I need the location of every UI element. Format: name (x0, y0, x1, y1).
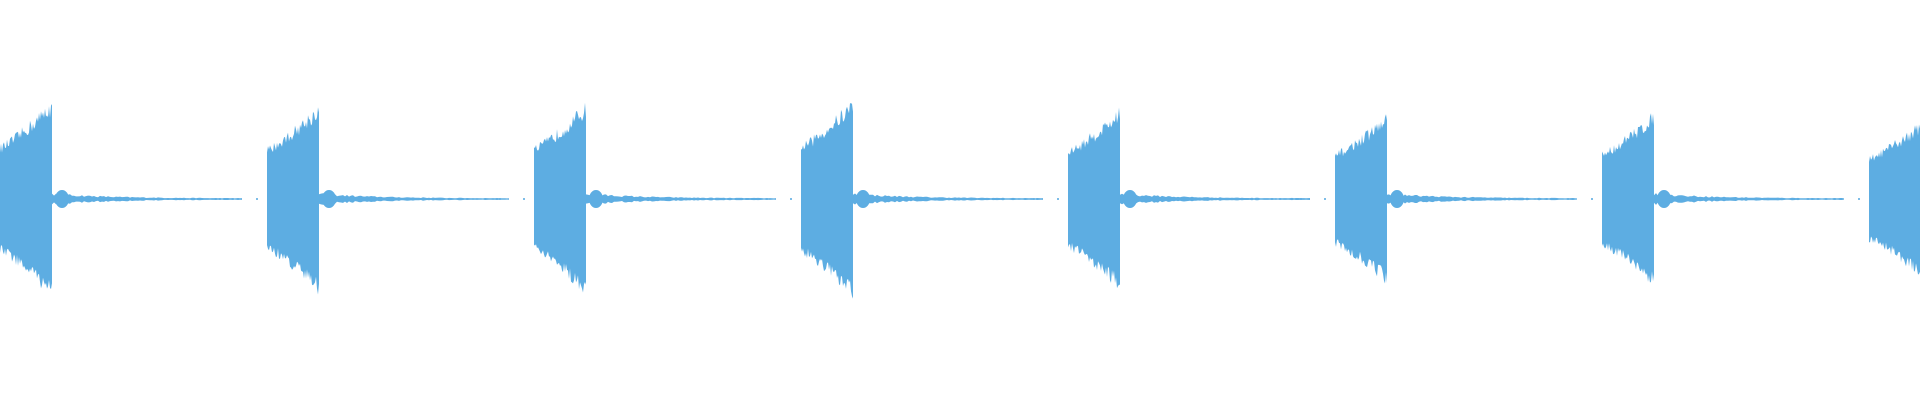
waveform-tail-dot (1834, 198, 1836, 200)
waveform-bursts (0, 102, 1920, 299)
waveform-tail-dot (790, 198, 792, 200)
waveform-burst-body (801, 103, 853, 299)
waveform-burst (1335, 114, 1593, 284)
waveform-burst (267, 107, 525, 295)
waveform-burst (801, 103, 1059, 299)
waveform-tail (586, 193, 776, 205)
waveform-burst (1068, 107, 1326, 289)
waveform-tail-dot (1057, 198, 1059, 200)
waveform-burst (0, 104, 258, 290)
waveform-tail (853, 193, 1043, 205)
waveform-burst-body (1068, 107, 1120, 289)
waveform-burst-body (534, 102, 586, 293)
waveform-burst-body (1602, 113, 1654, 283)
waveform-tail-dot (1858, 198, 1860, 200)
waveform-burst (534, 102, 792, 293)
waveform-burst-body (1869, 124, 1920, 275)
waveform-tail-dot (499, 198, 501, 200)
waveform-burst (1602, 113, 1860, 283)
waveform-tail-dot (1324, 198, 1326, 200)
waveform-tail-dot (232, 198, 234, 200)
waveform-tail-dot (766, 198, 768, 200)
waveform-tail-dot (1300, 198, 1302, 200)
waveform-tail (319, 193, 509, 205)
waveform-burst-body (1335, 114, 1387, 284)
waveform-tail (52, 193, 242, 205)
waveform-tail-dot (523, 198, 525, 200)
waveform-tail-dot (256, 198, 258, 200)
waveform-burst (1869, 124, 1920, 275)
waveform-tail (1120, 193, 1310, 205)
waveform-burst-body (0, 104, 52, 290)
waveform-tail (1387, 193, 1577, 205)
waveform-tail-dot (1033, 198, 1035, 200)
waveform-tail-dot (1567, 198, 1569, 200)
waveform-burst-body (267, 107, 319, 295)
waveform-tail (1654, 193, 1844, 205)
waveform-tail-dot (1591, 198, 1593, 200)
